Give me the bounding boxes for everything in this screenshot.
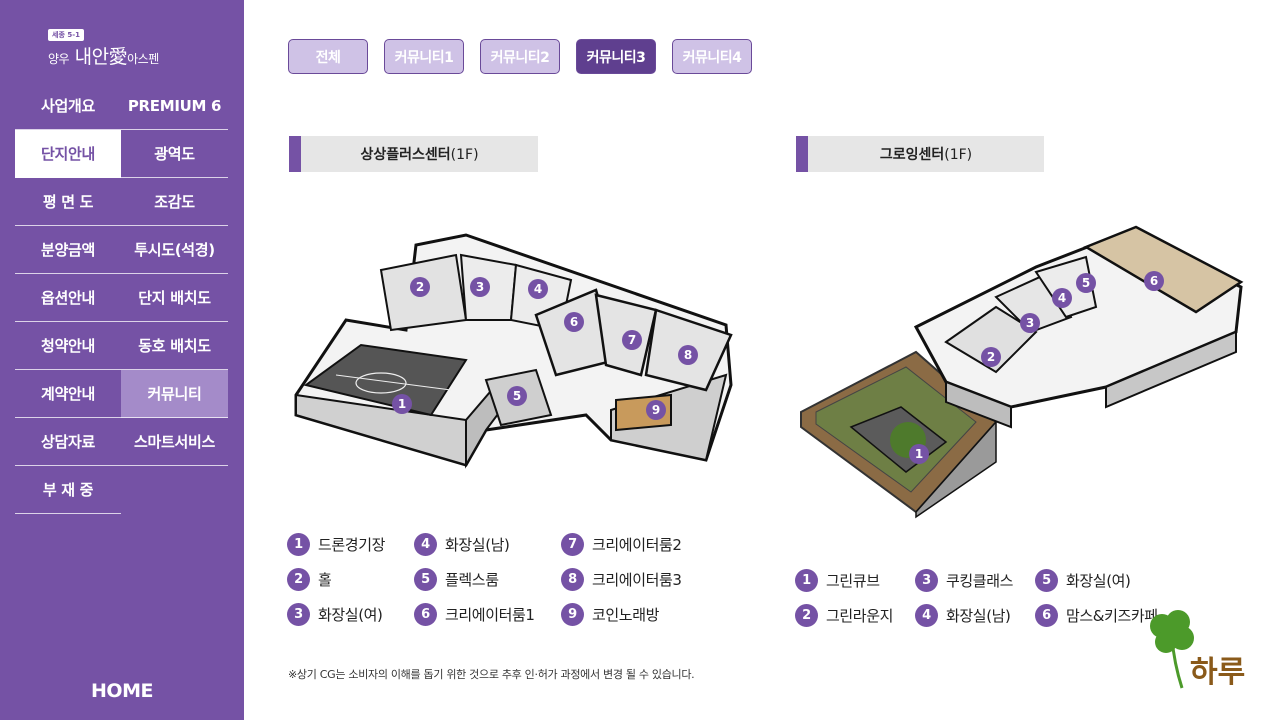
tab-community-4[interactable]: 커뮤니티4 [672,39,752,74]
plan-marker: 5 [513,389,521,403]
menu-item-empty [121,466,228,514]
home-button[interactable]: HOME [91,680,153,702]
menu-item-options[interactable]: 옵션안내 [15,274,121,322]
logo-text: 양우 내안愛아스펜 [48,46,159,68]
menu-row: 사업개요 PREMIUM 6 [15,82,228,130]
community-tabs: 전체 커뮤니티1 커뮤니티2 커뮤니티3 커뮤니티4 [288,39,752,74]
title-accent-bar [289,136,301,172]
menu-item-subscription[interactable]: 청약안내 [15,322,121,370]
menu-item-birdseye[interactable]: 조감도 [121,178,228,226]
plan-marker: 3 [476,280,484,294]
plan-marker: 4 [534,282,542,296]
menu-row: 계약안내 커뮤니티 [15,370,228,418]
main-menu: 사업개요 PREMIUM 6 단지안내 광역도 평 면 도 조감도 분양금액 투… [15,82,228,514]
menu-item-perspective[interactable]: 투시도(석경) [121,226,228,274]
plan-marker: 3 [1026,316,1034,330]
plan-marker: 9 [652,403,660,417]
menu-item-regional-map[interactable]: 광역도 [121,130,228,178]
tab-community-3[interactable]: 커뮤니티3 [576,39,656,74]
tab-all[interactable]: 전체 [288,39,368,74]
menu-item-consult[interactable]: 상담자료 [15,418,121,466]
disclaimer-text: ※상기 CG는 소비자의 이해를 돕기 위한 것으로 추후 인·허가 과정에서 … [288,668,695,681]
menu-item-smart-service[interactable]: 스마트서비스 [121,418,228,466]
watermark-text: 하루 [1190,655,1245,690]
plan-marker: 2 [416,280,424,294]
plan-marker: 5 [1082,276,1090,290]
sidebar: 세종 5-1 양우 내안愛아스펜 사업개요 PREMIUM 6 단지안내 광역도… [0,0,244,720]
section-title-left: 상상플러스센터(1F) [289,136,538,172]
menu-item-site-plan[interactable]: 단지 배치도 [121,274,228,322]
menu-item-premium[interactable]: PREMIUM 6 [121,82,228,130]
plan-marker: 4 [1058,291,1066,305]
logo[interactable]: 세종 5-1 양우 내안愛아스펜 [48,22,159,69]
plan-marker: 8 [684,348,692,362]
menu-item-absence[interactable]: 부 재 중 [15,466,121,514]
plan-marker: 6 [570,315,578,329]
menu-row: 부 재 중 [15,466,228,514]
plan-marker: 1 [915,447,923,461]
floor-plan-imagination-center: 1 2 3 4 5 6 7 8 9 [294,233,733,469]
menu-item-community[interactable]: 커뮤니티 [121,370,228,418]
plan-marker: 7 [628,333,636,347]
menu-item-unit-layout[interactable]: 동호 배치도 [121,322,228,370]
menu-row: 상담자료 스마트서비스 [15,418,228,466]
menu-row: 분양금액 투시도(석경) [15,226,228,274]
clover-watermark-icon: 하루 [1150,610,1245,690]
menu-row: 평 면 도 조감도 [15,178,228,226]
logo-badge: 세종 5-1 [48,29,84,41]
plan-marker: 2 [987,350,995,364]
title-accent-bar [796,136,808,172]
menu-item-price[interactable]: 분양금액 [15,226,121,274]
menu-item-overview[interactable]: 사업개요 [15,82,121,130]
section-title-right: 그로잉센터(1F) [796,136,1044,172]
floor-plan-growing-center: 1 2 3 4 5 6 [800,225,1244,519]
menu-row: 청약안내 동호 배치도 [15,322,228,370]
menu-row: 옵션안내 단지 배치도 [15,274,228,322]
menu-item-floor-plan[interactable]: 평 면 도 [15,178,121,226]
tab-community-2[interactable]: 커뮤니티2 [480,39,560,74]
menu-item-complex-info[interactable]: 단지안내 [15,130,121,178]
plan-marker: 1 [398,397,406,411]
plan-marker: 6 [1150,274,1158,288]
menu-item-contract[interactable]: 계약안내 [15,370,121,418]
tab-community-1[interactable]: 커뮤니티1 [384,39,464,74]
menu-row: 단지안내 광역도 [15,130,228,178]
